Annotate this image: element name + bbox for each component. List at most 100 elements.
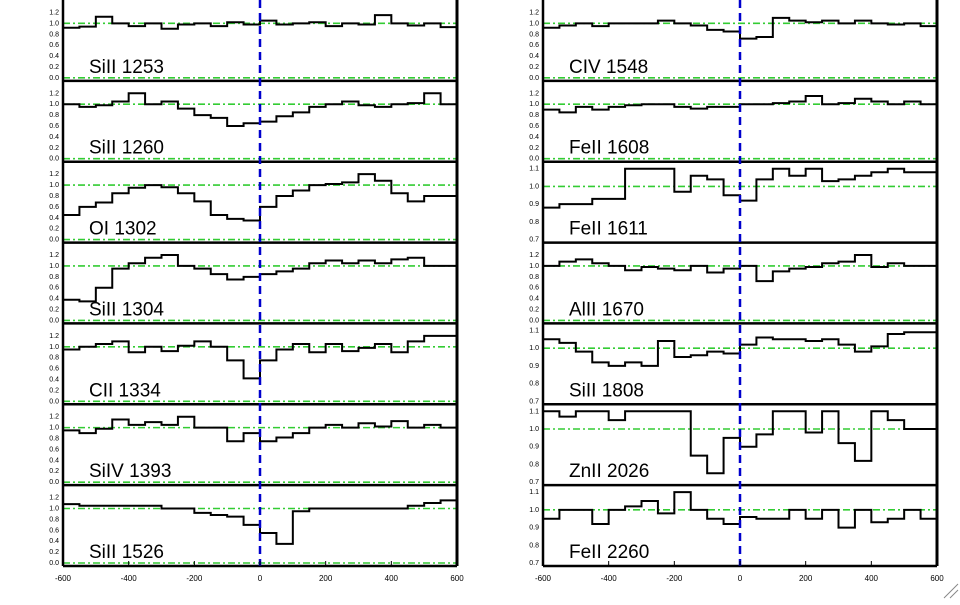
- y-tick-label: 0.4: [49, 53, 59, 60]
- line-label-feii-2260: FeII 2260: [569, 542, 649, 563]
- x-tick-label: -200: [666, 574, 683, 583]
- line-label-siii-1304: SiII 1304: [89, 299, 164, 320]
- y-tick-label: 0.6: [49, 42, 59, 49]
- x-tick-label: -400: [121, 574, 138, 583]
- y-tick-label: 0.8: [49, 112, 59, 119]
- x-tick-label: 0: [258, 574, 263, 583]
- spectrum-oi-1302: [63, 173, 457, 222]
- line-label-siii-1253: SiII 1253: [89, 57, 164, 78]
- y-tick-label: 0.8: [529, 381, 539, 388]
- y-tick-label: 0.8: [529, 31, 539, 38]
- y-tick-label: 0.7: [529, 560, 539, 567]
- y-tick-label: 0.2: [529, 64, 539, 71]
- x-tick-label: -400: [601, 574, 618, 583]
- spectrum-siii-1808: [543, 331, 937, 367]
- y-tick-label: 0.6: [49, 527, 59, 534]
- y-tick-label: 1.2: [529, 90, 539, 97]
- resize-grip-icon: [943, 583, 959, 599]
- y-tick-label: 0.0: [49, 479, 59, 486]
- y-tick-label: 0.8: [49, 436, 59, 443]
- y-tick-label: 0.4: [49, 215, 59, 222]
- y-tick-label: 0.0: [49, 317, 59, 324]
- y-tick-label: 0.2: [49, 549, 59, 556]
- y-tick-label: 0.2: [529, 145, 539, 152]
- y-tick-label: 0.6: [529, 285, 539, 292]
- x-tick-label: 0: [738, 574, 743, 583]
- y-tick-label: 0.0: [49, 75, 59, 82]
- x-tick-label: 200: [799, 574, 813, 583]
- y-tick-label: 1.0: [529, 183, 539, 190]
- y-tick-label: 0.4: [529, 134, 539, 141]
- y-tick-label: 1.2: [49, 252, 59, 259]
- y-tick-label: 1.0: [49, 263, 59, 270]
- line-label-siii-1260: SiII 1260: [89, 138, 164, 159]
- y-tick-label: 0.4: [529, 296, 539, 303]
- x-tick-label: -600: [535, 574, 552, 583]
- y-tick-label: 0.7: [529, 479, 539, 486]
- line-label-siii-1526: SiII 1526: [89, 542, 164, 563]
- y-tick-label: 1.0: [49, 20, 59, 27]
- y-tick-label: 0.8: [49, 31, 59, 38]
- y-tick-label: 0.8: [529, 461, 539, 468]
- y-tick-label: 1.2: [49, 333, 59, 340]
- spectrum-siiv-1393: [63, 415, 457, 443]
- y-tick-label: 1.0: [529, 345, 539, 352]
- y-tick-label: 0.6: [49, 204, 59, 211]
- spectrum-feii-1611: [543, 167, 937, 209]
- y-tick-label: 0.2: [49, 64, 59, 71]
- y-tick-label: 0.9: [529, 201, 539, 208]
- spectrum-alii-1670: [543, 254, 937, 283]
- y-tick-label: 1.0: [49, 101, 59, 108]
- y-tick-label: 1.2: [49, 495, 59, 502]
- x-tick-label: -200: [186, 574, 203, 583]
- line-label-siiv-1393: SiIV 1393: [89, 461, 171, 482]
- x-tick-label: -600: [55, 574, 72, 583]
- y-tick-label: 0.7: [529, 398, 539, 405]
- y-tick-label: 0.7: [529, 237, 539, 244]
- y-tick-label: 0.2: [529, 307, 539, 314]
- y-tick-label: 0.9: [529, 525, 539, 532]
- y-tick-label: 1.0: [529, 20, 539, 27]
- spectrum-siii-1253: [63, 14, 457, 30]
- line-label-siii-1808: SiII 1808: [569, 380, 644, 401]
- y-tick-label: 0.4: [49, 134, 59, 141]
- y-tick-label: 1.0: [529, 507, 539, 514]
- y-tick-label: 0.6: [49, 285, 59, 292]
- y-tick-label: 0.0: [529, 317, 539, 324]
- y-tick-label: 0.4: [49, 296, 59, 303]
- y-tick-label: 1.0: [49, 344, 59, 351]
- spectrum-civ-1548: [543, 16, 937, 40]
- spectrum-znii-2026: [543, 410, 937, 475]
- y-tick-label: 0.8: [49, 274, 59, 281]
- y-tick-label: 0.6: [49, 446, 59, 453]
- y-tick-label: 0.0: [49, 560, 59, 567]
- y-tick-label: 0.6: [49, 123, 59, 130]
- y-tick-label: 1.2: [49, 90, 59, 97]
- y-tick-label: 0.6: [529, 42, 539, 49]
- y-tick-label: 0.0: [49, 237, 59, 244]
- y-tick-label: 1.1: [529, 166, 539, 173]
- x-tick-label: 400: [865, 574, 879, 583]
- y-tick-label: 1.1: [529, 327, 539, 334]
- y-tick-label: 1.0: [529, 101, 539, 108]
- y-tick-label: 0.8: [49, 355, 59, 362]
- y-tick-label: 0.2: [49, 226, 59, 233]
- y-tick-label: 1.2: [49, 414, 59, 421]
- x-tick-label: 200: [319, 574, 333, 583]
- y-tick-label: 1.0: [49, 182, 59, 189]
- y-tick-label: 0.8: [529, 274, 539, 281]
- y-tick-label: 0.0: [49, 156, 59, 163]
- y-tick-label: 1.1: [529, 408, 539, 415]
- line-label-cii-1334: CII 1334: [89, 380, 161, 401]
- y-tick-label: 1.0: [49, 425, 59, 432]
- line-label-znii-2026: ZnII 2026: [569, 461, 649, 482]
- x-tick-label: 400: [385, 574, 399, 583]
- y-tick-label: 0.6: [529, 123, 539, 130]
- line-label-civ-1548: CIV 1548: [569, 57, 648, 78]
- y-tick-label: 0.9: [529, 363, 539, 370]
- y-tick-label: 0.2: [49, 307, 59, 314]
- y-tick-label: 0.8: [529, 219, 539, 226]
- y-tick-label: 0.0: [529, 156, 539, 163]
